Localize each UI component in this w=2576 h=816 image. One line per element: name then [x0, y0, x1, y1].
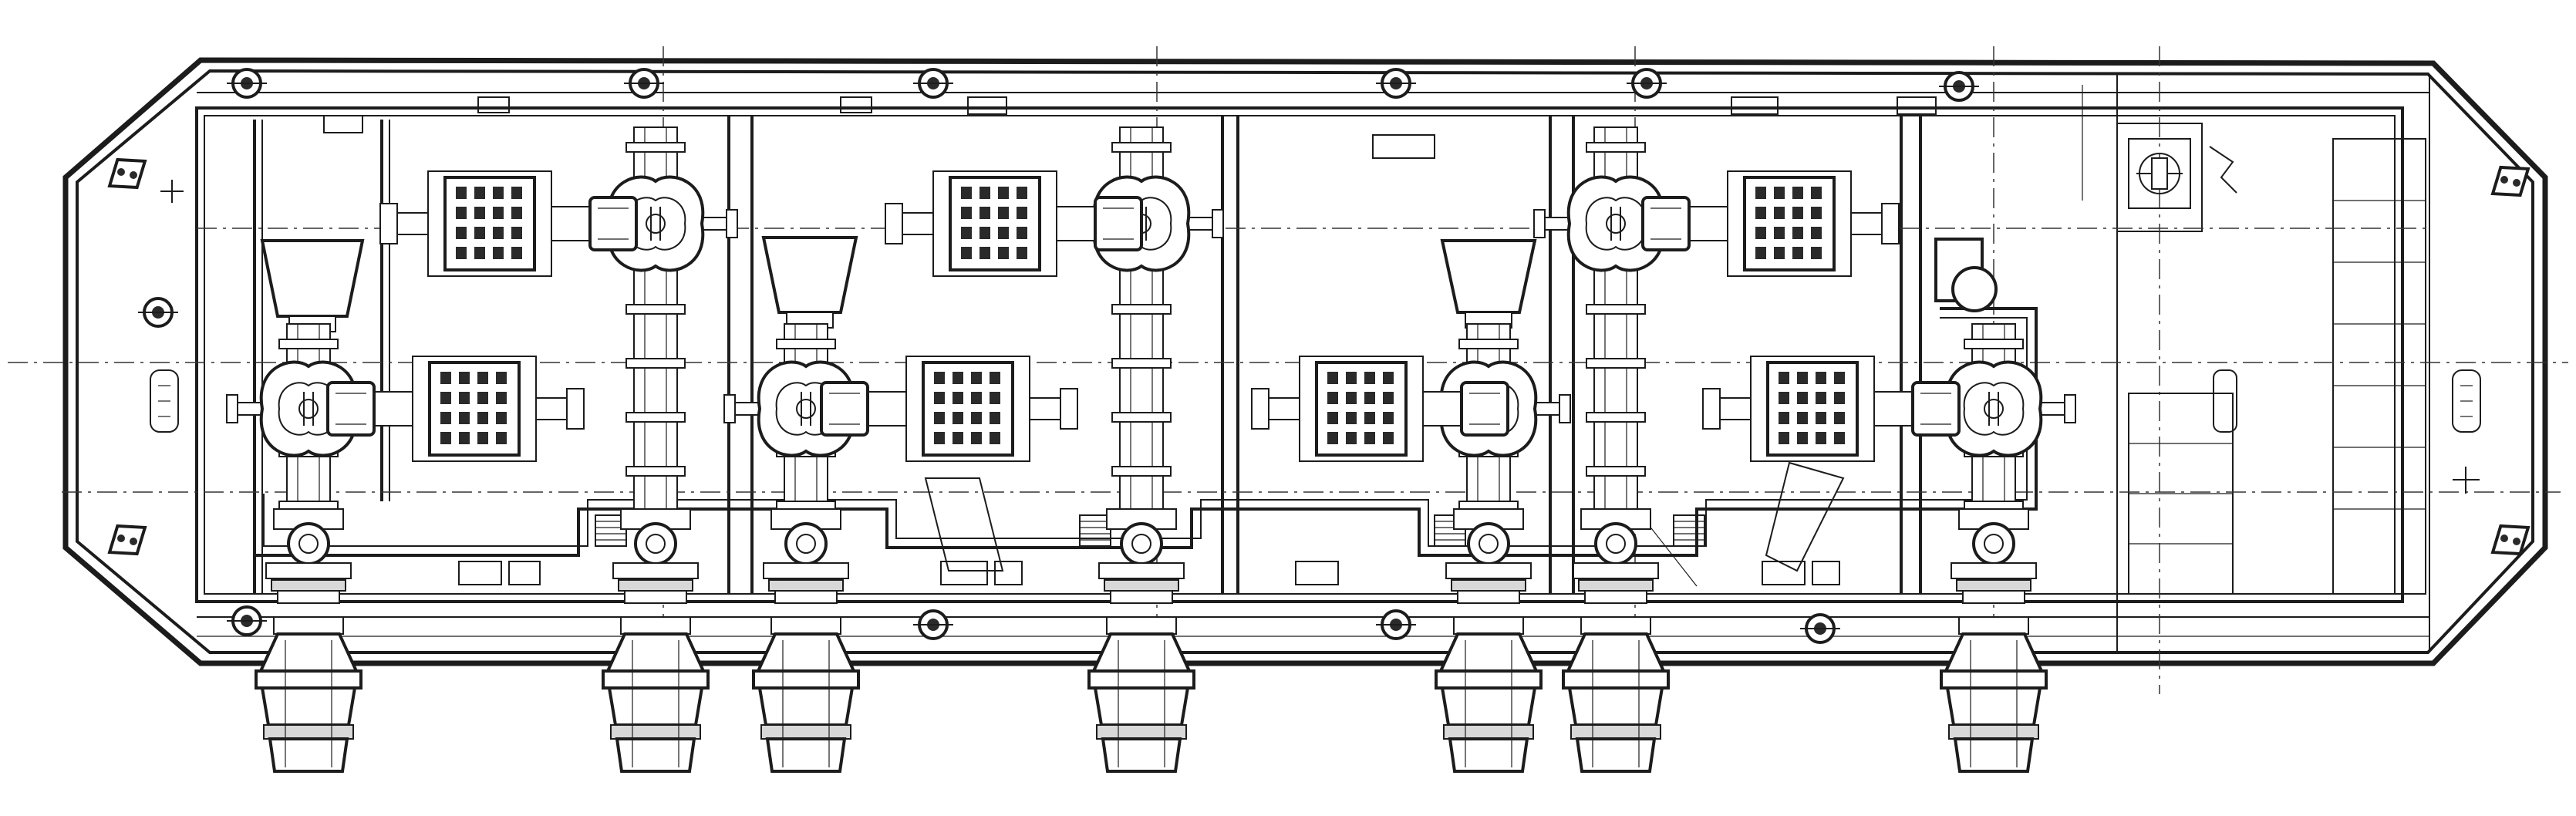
discharge-nozzle-icon	[255, 616, 362, 773]
suction-hopper-icon	[260, 239, 365, 332]
gate-valve-icon	[1951, 508, 2037, 604]
manhole-cover-icon	[1376, 609, 1416, 640]
electric-motor-icon	[820, 356, 1078, 462]
gate-valve-icon	[1445, 508, 1532, 604]
crosshair-mark-icon	[2453, 467, 2480, 494]
deck-fittings	[107, 68, 2530, 644]
suction-hopper-icon	[761, 236, 858, 329]
discharge-nozzles	[255, 616, 2048, 773]
manhole-cover-icon	[1376, 68, 1416, 99]
discharge-nozzle-icon	[752, 616, 860, 773]
discharge-nozzle-icon	[1562, 616, 1670, 773]
discharge-nozzle-icon	[602, 616, 710, 773]
electric-motor-icon	[1641, 170, 1900, 277]
suction-hoppers	[260, 236, 1998, 332]
gate-valve-icon	[1098, 508, 1185, 604]
gate-valve-icon	[612, 508, 699, 604]
manhole-cover-icon	[624, 68, 664, 99]
discharge-nozzle-icon	[1087, 616, 1195, 773]
suction-hopper-icon	[1440, 239, 1537, 329]
hull-outline	[62, 57, 2548, 666]
hatch-fitting-icon	[2490, 524, 2530, 556]
gate-valve-icon	[1573, 508, 1659, 604]
electric-motor-icon	[1251, 356, 1509, 462]
electric-motor-icon	[885, 170, 1143, 277]
manhole-cover-icon	[227, 68, 267, 99]
gate-valve-icon	[265, 508, 352, 604]
manhole-cover-icon	[1627, 68, 1667, 99]
crosshair-mark-icon	[160, 180, 184, 203]
hatch-fitting-icon	[107, 157, 147, 190]
fender-bollard-icon	[2452, 369, 2481, 433]
stern-pump-symbol-icon	[2128, 138, 2191, 209]
discharge-nozzle-icon	[1940, 616, 2048, 773]
gate-valve-icon	[763, 508, 849, 604]
manhole-cover-icon	[1939, 71, 1979, 102]
hatch-fitting-icon	[107, 524, 147, 556]
manhole-cover-icon	[227, 605, 267, 636]
hatch-fitting-icon	[2490, 165, 2530, 197]
fender-bollard-icon	[150, 369, 179, 433]
electric-motor-icon	[326, 356, 585, 462]
manhole-cover-icon	[913, 68, 953, 99]
motor-units	[326, 170, 1961, 462]
manhole-cover-icon	[1800, 613, 1840, 644]
manhole-cover-icon	[913, 609, 953, 640]
suction-hopper-icon	[1934, 238, 1998, 312]
manhole-cover-icon	[138, 297, 178, 328]
discharge-nozzle-icon	[1435, 616, 1543, 773]
electric-motor-icon	[1702, 356, 1961, 462]
electric-motor-icon	[379, 170, 638, 277]
